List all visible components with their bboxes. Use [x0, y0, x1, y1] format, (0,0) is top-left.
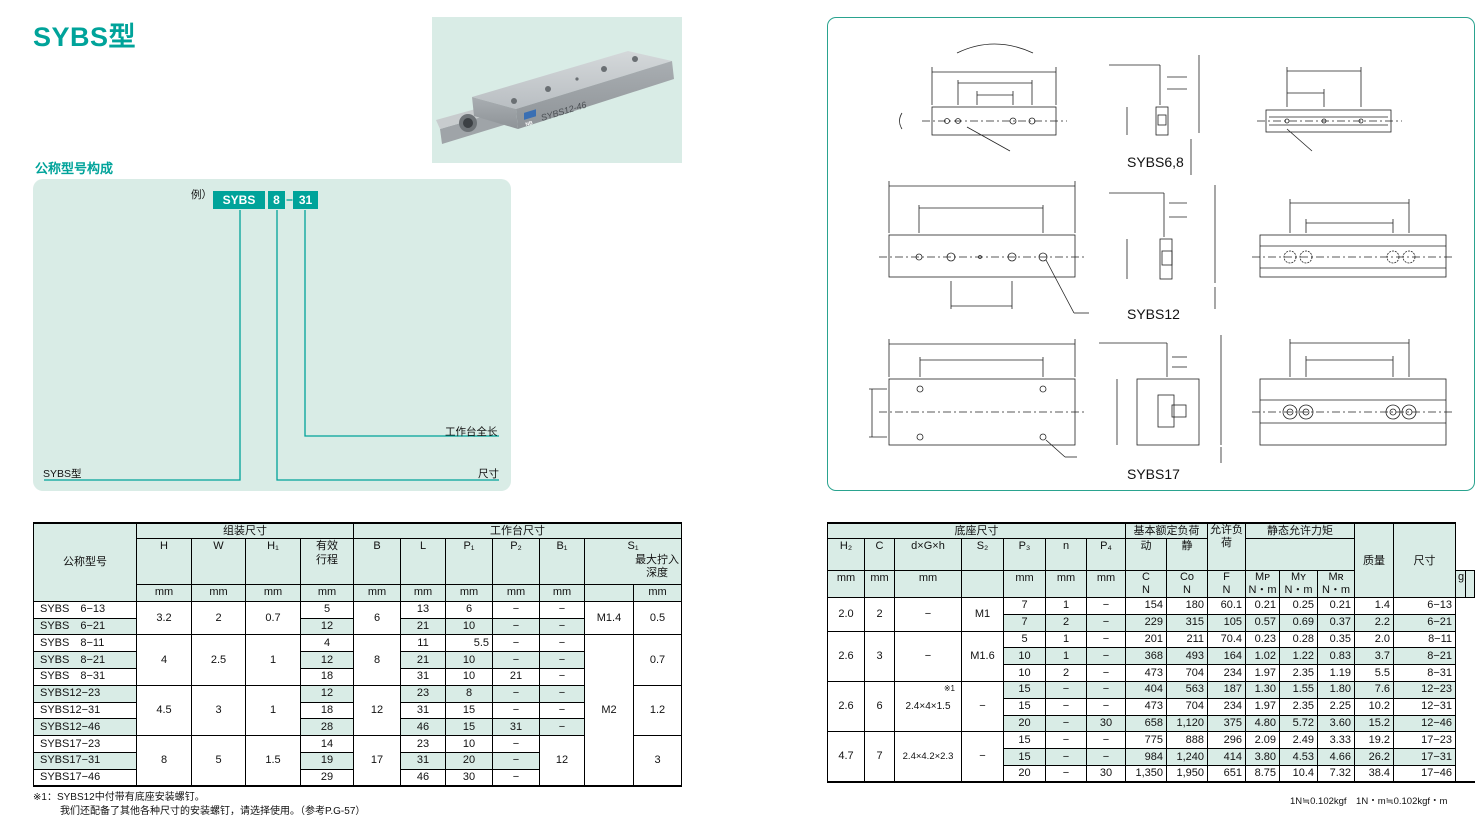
table-row: 15 − − 473 704 234 1.97 2.35 2.25 10.2 1…: [828, 697, 1475, 716]
header-C: C: [864, 538, 895, 571]
unit-S2: [961, 570, 1004, 598]
header-B: B: [353, 538, 401, 585]
chip-length: 31: [293, 191, 318, 209]
unit-stroke: mm: [300, 584, 354, 602]
table-row: SYBS17−31 19 31 20 −: [33, 751, 682, 770]
unit-size: [1464, 570, 1476, 598]
table-row: 15 − − 984 1,240 414 3.80 4.53 4.66 26.2…: [828, 748, 1475, 766]
unit-H: mm: [136, 584, 192, 602]
table-row: SYBS17−23 8 5 1.5 14 17 23 10 − 12 3: [33, 735, 683, 787]
header-P1: P₁: [445, 538, 493, 585]
table-row: SYBS12−31 18 31 15 − −: [33, 701, 682, 720]
spec-table-right: 底座尺寸 基本额定负荷 允许负荷 静态允许力矩 质量 尺寸 H₂ C d×G×h…: [827, 522, 1476, 783]
header-group-moment: 静态允许力矩: [1244, 522, 1356, 539]
note-mark: ※1: [943, 683, 955, 693]
code-leader-lines: [44, 199, 499, 481]
product-photo: SYBS12-46 NB: [432, 17, 682, 163]
header-static: 静: [1166, 538, 1208, 571]
chip-model: SYBS: [213, 191, 265, 209]
header-size: 尺寸: [1393, 522, 1457, 598]
header-allow: 允许负荷: [1207, 522, 1246, 571]
label-model-type: SYBS型: [43, 468, 82, 480]
header-model: 公称型号: [33, 521, 137, 602]
unit-H2: mm: [827, 570, 865, 598]
header-H2: H₂: [827, 538, 865, 571]
header-stroke: 有效行程: [300, 538, 354, 585]
dGh-12: ※1 2.4×4×1.5: [894, 680, 962, 733]
header-n: n: [1045, 538, 1087, 571]
header-group-base: 底座尺寸: [827, 522, 1126, 539]
header-P4: P₄: [1086, 538, 1126, 571]
header-group-load: 基本额定负荷: [1125, 522, 1208, 539]
table-row: 20 − 30 658 1,120 375 4.80 5.72 3.60 15.…: [828, 714, 1475, 733]
unit-P3: mm: [1003, 570, 1046, 598]
unit-n: mm: [1045, 570, 1087, 598]
table-row: 4.7 7 2.4×4.2×2.3 − 15 − − 775 888 296 2…: [827, 731, 1475, 783]
footnote-2: 我们还配备了其他各种尺寸的安装螺钉，请选择使用。（参考P.G-57）: [60, 806, 366, 817]
table-row: 2.6 3 − M1.6 5 1 − 201 211 70.4 0.23 0.2…: [827, 630, 1475, 682]
table-row: SYBS 8−11 4 2.5 1 4 8 11 5.5 − − M2 0.7: [33, 634, 683, 787]
header-S1: S₁: [627, 540, 639, 552]
table-row: SYBS12−46 28 46 15 31 −: [33, 718, 682, 737]
example-label: 例）: [191, 189, 212, 201]
unit-W: mm: [191, 584, 246, 602]
table-row: 2.6 6 ※1 2.4×4×1.5 − 15 − − 404 563 187 …: [827, 680, 1475, 733]
header-H: H: [136, 538, 192, 585]
unit-depth: mm: [632, 584, 683, 602]
unit-P4: mm: [1086, 570, 1126, 598]
table-row: SYBS 8−31 18 31 10 21 −: [33, 667, 682, 686]
footnote-1: ※1：SYBS12中付带有底座安装螺钉。: [33, 792, 205, 803]
view-label-sybs6-8: SYBS6,8: [1127, 154, 1184, 170]
table-row: 20 − 30 1,350 1,950 651 8.75 10.4 7.32 3…: [827, 764, 1475, 783]
header-group-table: 工作台尺寸: [352, 522, 683, 539]
header-P2: P₂: [492, 538, 540, 585]
header-depth: 最大拧入深度: [635, 554, 680, 579]
header-dynamic: 动: [1125, 538, 1167, 571]
unit-H1: mm: [245, 584, 301, 602]
unit-P2: mm: [492, 584, 540, 602]
chip-size: 8: [268, 191, 285, 209]
spec-table-left: 公称型号 组装尺寸 工作台尺寸 H W H₁ 有效行程 B L P₁ P₂ B₁…: [33, 521, 683, 787]
header-moment-spacer: [1244, 538, 1356, 571]
header-B1: B₁: [539, 538, 585, 585]
unit-S1: [584, 584, 634, 602]
unit-L: mm: [400, 584, 446, 602]
section-heading-model-code: 公称型号构成: [35, 161, 114, 176]
label-table-length: 工作台全长: [445, 426, 498, 438]
header-group-assembly: 组装尺寸: [136, 522, 354, 539]
table-row: SYBS 6−13 3.2 2 0.7 5 6 13 6 − − M1.4 0.…: [33, 600, 683, 636]
label-size: 尺寸: [478, 468, 499, 480]
header-mass: 质量: [1354, 522, 1395, 598]
table-row: 2.0 2 − M1 7 1 − 154 180 60.1 0.21 0.25 …: [827, 597, 1475, 632]
page-title: SYBS型: [33, 22, 137, 52]
photo-brand-mark: NB: [525, 120, 534, 128]
unit-conversion-note: 1N≒0.102kgf 1N・m≒0.102kgf・m: [1290, 796, 1448, 807]
table-row: SYBS12−23 4.5 3 1 12 12 23 8 − − 1.2: [33, 684, 683, 737]
unit-C: mm: [864, 570, 895, 598]
unit-B: mm: [353, 584, 401, 602]
view-label-sybs17: SYBS17: [1127, 466, 1180, 482]
header-P3: P₃: [1003, 538, 1046, 571]
model-code-box: [33, 179, 511, 491]
view-label-sybs12: SYBS12: [1127, 306, 1180, 322]
header-L: L: [400, 538, 446, 585]
header-S2: S₂: [961, 538, 1004, 571]
unit-B1: mm: [539, 584, 585, 602]
dimension-drawings: SYBS6,8 SYBS12 SYBS17: [869, 43, 1454, 482]
header-S1-group: S₁ 最大拧入深度: [583, 538, 683, 585]
header-H1: H₁: [245, 538, 301, 585]
table-row: SYBS 8−21 12 21 10 − −: [33, 651, 682, 669]
unit-P1: mm: [445, 584, 493, 602]
unit-dGh: mm: [894, 570, 962, 598]
header-W: W: [191, 538, 246, 585]
header-dGh: d×G×h: [894, 538, 962, 571]
unit-mass: g: [1455, 570, 1466, 598]
table-row: 7 2 − 229 315 105 0.57 0.69 0.37 2.2 6−2…: [828, 613, 1475, 632]
